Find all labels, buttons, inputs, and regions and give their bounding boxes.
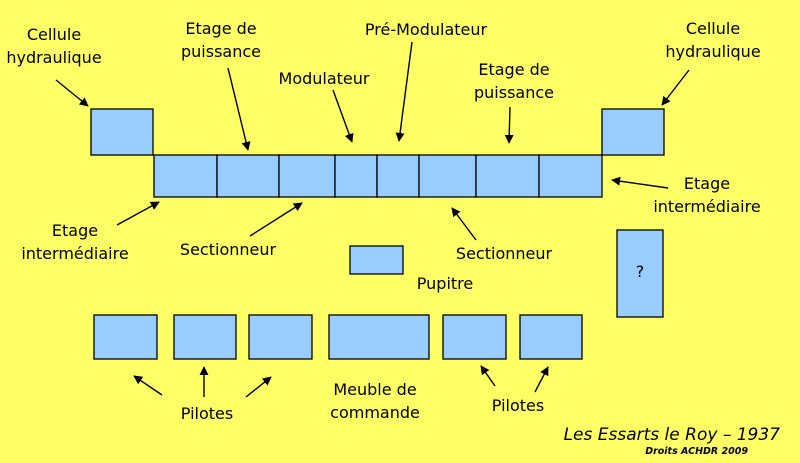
etage-intermediaire-right-box <box>538 154 603 198</box>
pre-modulateur-box <box>376 154 420 198</box>
arrow-pilote-5 <box>534 366 549 393</box>
sectionneur-right-box <box>418 154 477 198</box>
etage-intermediaire-left-box <box>153 154 218 198</box>
modulateur-box <box>334 154 378 198</box>
label-pupitre: Pupitre <box>416 274 474 293</box>
arrow-etage-puissance-right <box>504 106 514 144</box>
pilote-box-1 <box>93 314 158 360</box>
label-pre-modulateur: Pré-Modulateur <box>364 20 488 39</box>
unknown-box <box>616 229 664 318</box>
arrow-cellule-left <box>55 79 89 107</box>
unknown-box-label: ? <box>635 262 645 281</box>
arrow-pre-modulateur <box>395 41 413 142</box>
arrow-sectionneur-right <box>451 207 477 241</box>
arrow-pilote-1 <box>133 375 163 396</box>
etage-puissance-right-box <box>475 154 540 198</box>
arrow-cellule-right <box>661 69 690 106</box>
pilote-box-2 <box>173 314 237 360</box>
arrow-etage-intermediaire-right <box>611 176 669 189</box>
label-pilotes-left: Pilotes <box>180 404 234 423</box>
rights-notice: Droits ACHDR 2009 <box>645 446 748 457</box>
arrow-sectionneur-left <box>249 202 303 237</box>
label-sectionneur-left: Sectionneur <box>179 240 277 259</box>
etage-puissance-left-box <box>216 154 280 198</box>
pupitre-box <box>349 245 404 275</box>
pilote-box-5 <box>519 314 583 360</box>
pilote-box-4 <box>442 314 507 360</box>
arrow-etage-intermediaire-left <box>116 201 160 226</box>
label-sectionneur-right: Sectionneur <box>455 244 553 263</box>
pilote-box-3 <box>248 314 313 360</box>
sectionneur-left-box <box>278 154 336 198</box>
arrow-pilote-4 <box>480 365 496 387</box>
label-pilotes-right: Pilotes <box>491 396 545 415</box>
arrow-pilote-3 <box>245 376 272 398</box>
arrow-etage-puissance-left <box>227 67 251 151</box>
cellule-hydraulique-right-box <box>601 108 665 156</box>
caption: Les Essarts le Roy – 1937 <box>563 425 780 445</box>
arrow-modulateur <box>332 89 354 143</box>
label-modulateur: Modulateur <box>278 69 370 88</box>
cellule-hydraulique-left-box <box>90 108 154 156</box>
meuble-de-commande-box <box>328 314 430 360</box>
